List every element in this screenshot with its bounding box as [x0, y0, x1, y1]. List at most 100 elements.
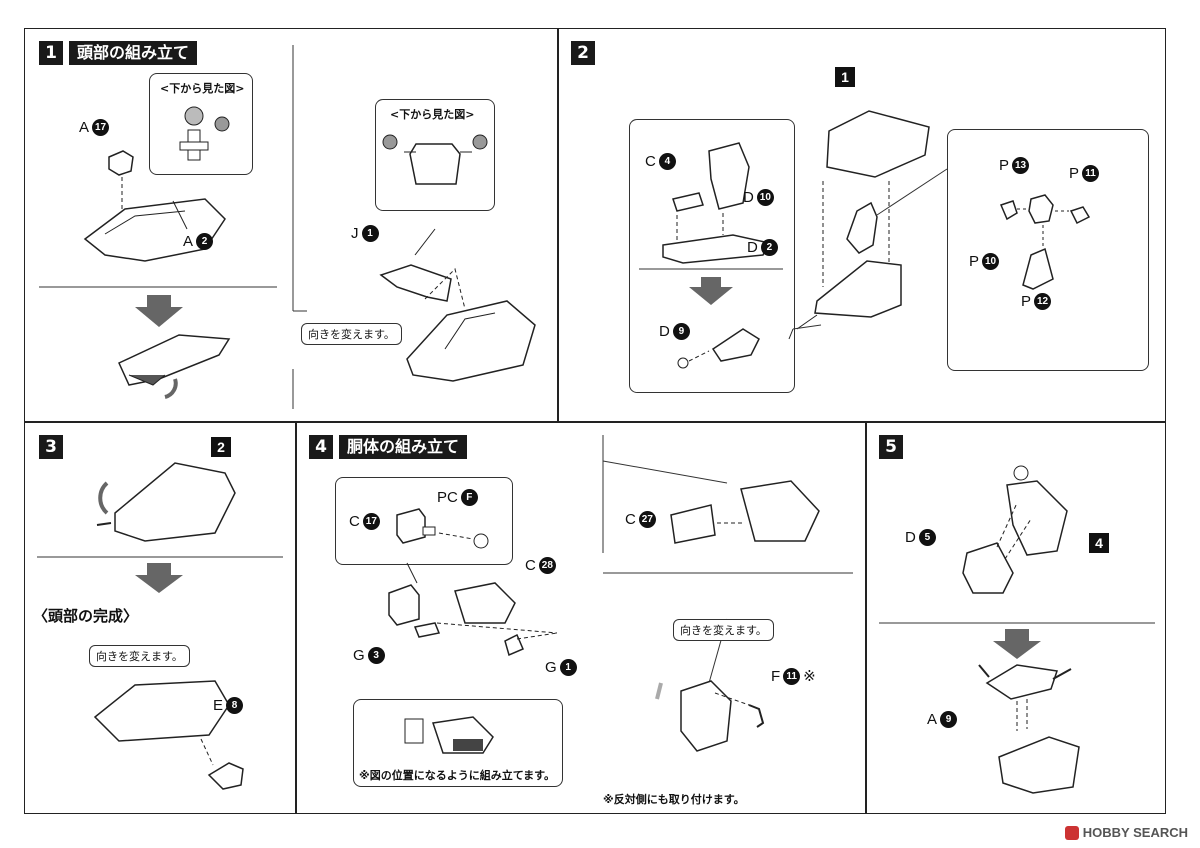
part-number: 13: [1012, 157, 1030, 174]
part-letter: PC: [437, 489, 458, 506]
part-letter: P: [999, 157, 1010, 174]
part-number: 2: [196, 233, 214, 250]
part-number: 17: [362, 513, 380, 530]
step5-ref-step4: 4: [1089, 533, 1109, 553]
part-number: 10: [982, 253, 1000, 270]
step-4-illustration: [388, 435, 853, 754]
part-number: 2: [760, 239, 778, 256]
step-5-illustration: [879, 465, 1155, 794]
pilot-assembly-box: [947, 129, 1149, 371]
part-number: 11: [1082, 165, 1100, 182]
turn-note-step1: 向きを変えます。: [301, 323, 402, 345]
bottom-view-label-a: <下から見た図>: [160, 82, 245, 95]
step-1-number: 1: [39, 41, 63, 65]
step-2-number: 2: [571, 41, 595, 65]
step-5-number: 5: [879, 435, 903, 459]
part-number: 3: [367, 647, 385, 664]
step-3-number: 3: [39, 435, 63, 459]
part-number: 28: [538, 557, 556, 574]
part-number: 17: [92, 119, 110, 136]
step-4-title: 胴体の組み立て: [339, 435, 468, 459]
part-letter: C: [525, 557, 536, 574]
watermark: HOBBY SEARCH: [1064, 825, 1188, 840]
part-letter: C: [645, 153, 656, 170]
part-letter: D: [905, 529, 916, 546]
step3-ref-step2: 2: [211, 437, 231, 457]
step-3-illustration: [37, 462, 283, 790]
part-number: 8: [226, 697, 244, 714]
watermark-text: HOBBY SEARCH: [1082, 825, 1188, 840]
part-letter: J: [351, 225, 359, 242]
step-1-panel: 1 頭部の組み立て <下から見た図>: [24, 28, 558, 422]
step-4-number: 4: [309, 435, 333, 459]
part-number: 9: [940, 711, 958, 728]
bottom-view-drawing-a: [179, 106, 230, 161]
part-number: 1: [361, 225, 379, 242]
step2-ref-step1: 1: [835, 67, 855, 87]
part-letter: D: [659, 323, 670, 340]
part-number: 5: [918, 529, 936, 546]
bottom-view-label-b: <下から見た図>: [390, 108, 475, 121]
position-note: ※図の位置になるように組み立てます。: [359, 769, 556, 782]
part-number: 1: [559, 659, 577, 676]
part-letter: A: [183, 233, 194, 250]
part-letter: D: [743, 189, 754, 206]
bottom-view-box-a: <下から見た図>: [149, 73, 253, 175]
step-1-title: 頭部の組み立て: [69, 41, 198, 65]
ref-step-number: 4: [1089, 533, 1109, 553]
ref-step-number: 1: [835, 67, 855, 87]
part-number: 12: [1034, 293, 1052, 310]
part-number: 10: [756, 189, 774, 206]
part-number: 4: [658, 153, 676, 170]
part-letter: C: [625, 511, 636, 528]
head-complete-label: 〈頭部の完成〉: [33, 607, 139, 625]
part-letter: E: [213, 697, 224, 714]
part-letter: P: [969, 253, 980, 270]
part-letter: P: [1021, 293, 1032, 310]
part-number: 9: [672, 323, 690, 340]
part-number: 11: [783, 667, 801, 685]
watermark-logo-icon: [1064, 825, 1079, 840]
turn-note-step3: 向きを変えます。: [89, 645, 190, 667]
part-letter: G: [545, 659, 557, 676]
part-number: 27: [638, 511, 656, 528]
part-note-mark: ※: [803, 668, 816, 685]
bottom-view-box-b: <下から見た図>: [375, 99, 495, 211]
bottom-view-drawing-b: [382, 134, 488, 185]
part-letter: A: [927, 711, 938, 728]
part-letter: D: [747, 239, 758, 256]
opposite-side-note: ※反対側にも取り付けます。: [603, 793, 745, 806]
part-number: F: [460, 489, 478, 506]
part-letter: C: [349, 513, 360, 530]
part-letter: A: [79, 119, 90, 136]
part-letter: F: [771, 667, 781, 685]
ref-step-number: 2: [211, 437, 231, 457]
part-letter: P: [1069, 165, 1080, 182]
part-letter: G: [353, 647, 365, 664]
step-2-illustration: [639, 110, 1091, 369]
step-1-illustration: [39, 45, 536, 409]
turn-note-step4: 向きを変えます。: [673, 619, 774, 641]
